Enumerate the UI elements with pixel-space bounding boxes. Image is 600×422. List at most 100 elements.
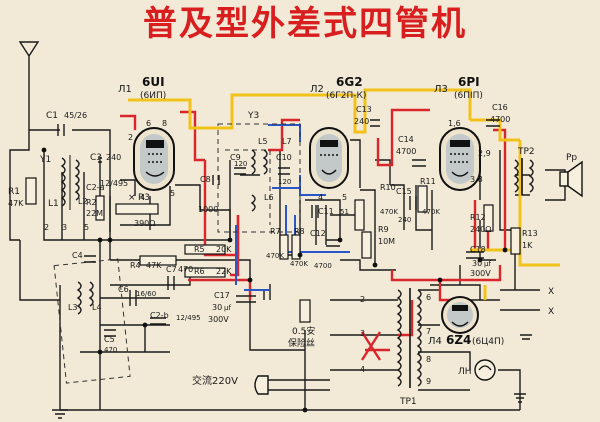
value-c5: 470 bbox=[104, 346, 117, 354]
label-ac-input: 交流220V bbox=[192, 374, 238, 387]
label-c13: C13 bbox=[356, 105, 372, 114]
label-c10: C10 bbox=[276, 153, 292, 162]
tube-1-ref: Л1 bbox=[118, 84, 132, 95]
label-c14: C14 bbox=[398, 135, 414, 144]
tube-2-alt: (6Г2П-К) bbox=[326, 91, 366, 101]
label-c17: C17 bbox=[214, 291, 230, 300]
label-x: × bbox=[128, 193, 136, 203]
label-r7: R7 bbox=[270, 227, 281, 236]
label-pp: Pp bbox=[566, 153, 577, 163]
tube-4-rectifier bbox=[441, 296, 479, 334]
pin-label: 8 bbox=[162, 119, 167, 128]
label-c6: C6 bbox=[118, 285, 129, 294]
value-r12: 240Ω bbox=[470, 225, 491, 234]
pin-label: 6 bbox=[426, 293, 431, 302]
label-c11: C11 bbox=[318, 207, 334, 216]
label-r3: R3 bbox=[138, 193, 150, 203]
pin-label: 3 bbox=[62, 223, 67, 232]
value-c7: 470 bbox=[178, 265, 193, 274]
label-l6: L6 bbox=[264, 193, 274, 202]
tube-4-alt: (6Ц4П) bbox=[472, 337, 504, 347]
value-r5: 20K bbox=[216, 245, 232, 254]
value-r3: 390Ω bbox=[134, 219, 155, 228]
tube-4-type: 6Z4 bbox=[446, 333, 471, 347]
label-l2: L2 bbox=[78, 197, 88, 206]
label-c12: C12 bbox=[310, 229, 326, 238]
unit-c18: μf bbox=[484, 260, 491, 268]
label-l1: L1 bbox=[48, 199, 59, 209]
value-r11: 470K bbox=[422, 208, 440, 216]
coil-y3 bbox=[250, 149, 268, 212]
pin-label: 8 bbox=[426, 355, 431, 364]
unit-c17: μf bbox=[224, 304, 231, 312]
label-c18: C18 bbox=[470, 245, 486, 254]
voltage-c17: 300V bbox=[208, 315, 229, 324]
resistors bbox=[25, 177, 521, 278]
tube-3 bbox=[439, 127, 481, 191]
b-plus-line bbox=[120, 114, 137, 130]
label-c15: C15 bbox=[396, 187, 412, 196]
label-r8: R8 bbox=[294, 227, 305, 236]
label-r12: R12 bbox=[470, 213, 486, 222]
value-r10: 470K bbox=[380, 208, 398, 216]
label-c9: C9 bbox=[230, 153, 241, 162]
filament-line bbox=[128, 98, 220, 130]
label-l4: L4 bbox=[92, 303, 102, 312]
pin-label: 2 bbox=[44, 223, 49, 232]
pin-label: 5 bbox=[84, 223, 89, 232]
label-c2-range: 12/495 bbox=[100, 179, 128, 188]
value-c17: 30 bbox=[212, 303, 222, 312]
speaker-icon bbox=[559, 160, 583, 198]
value-r9: 10M bbox=[378, 237, 395, 246]
value-r8: 470K bbox=[290, 260, 308, 268]
label-l5: L5 bbox=[258, 137, 268, 146]
pin-pair-label: 1,6 bbox=[448, 119, 461, 128]
label-x-bottom: X bbox=[548, 307, 554, 317]
value-c15: 240 bbox=[398, 216, 411, 224]
label-r6: R6 bbox=[194, 267, 205, 276]
tube-1 bbox=[133, 127, 175, 191]
label-y1: Y1 bbox=[39, 155, 51, 165]
label-lamp: ЛН bbox=[458, 367, 472, 377]
label-r4: R4 bbox=[130, 261, 141, 270]
pin-label: 3 bbox=[360, 329, 365, 338]
value-c2b: 12/495 bbox=[176, 314, 201, 322]
value-r2: 22M bbox=[86, 209, 103, 218]
label-r5: R5 bbox=[194, 245, 205, 254]
label-c3: C3 bbox=[90, 153, 102, 163]
tube-2-ref: Л2 bbox=[310, 84, 324, 95]
voltage-c18: 300V bbox=[470, 269, 491, 278]
value-r4: 47K bbox=[146, 261, 162, 270]
value-r13: 1K bbox=[522, 241, 533, 250]
label-c7: C7 bbox=[166, 265, 177, 274]
pin-label: 2 bbox=[128, 133, 133, 142]
tube-4-ref: Л4 bbox=[428, 336, 442, 347]
label-r13: R13 bbox=[522, 229, 538, 238]
label-x-top: X bbox=[548, 287, 554, 297]
tube-3-ref: Л3 bbox=[434, 84, 448, 95]
value-r1: 47K bbox=[8, 199, 24, 208]
coil-l3-l4 bbox=[76, 281, 94, 315]
value-c11: 51 bbox=[340, 208, 349, 216]
antenna-icon bbox=[18, 41, 40, 118]
label-l3: L3 bbox=[68, 303, 78, 312]
tube-3-alt: (6ПIП) bbox=[454, 91, 483, 101]
label-c4: C4 bbox=[72, 251, 83, 260]
pin-label: 5 bbox=[170, 189, 175, 198]
label-c16: C16 bbox=[492, 103, 508, 112]
value-c6: 16/60 bbox=[136, 290, 156, 298]
output-transformer-tp2 bbox=[513, 158, 534, 195]
value-c13: 240 bbox=[354, 117, 369, 126]
value-c8: 1000 bbox=[198, 205, 218, 214]
label-r2: R2 bbox=[86, 198, 97, 207]
label-c1: C1 bbox=[46, 111, 58, 121]
tube-3-type: 6PI bbox=[458, 75, 480, 89]
value-c18: 30 bbox=[472, 259, 482, 268]
diagram-title: 普及型外差式四管机 bbox=[143, 4, 467, 44]
tube-1-type: 6UI bbox=[142, 75, 165, 89]
label-y3: Y3 bbox=[247, 111, 259, 121]
pin-label: 9 bbox=[426, 377, 431, 386]
label-c2b: C2-b bbox=[150, 311, 169, 320]
coil-y1 bbox=[60, 155, 80, 210]
